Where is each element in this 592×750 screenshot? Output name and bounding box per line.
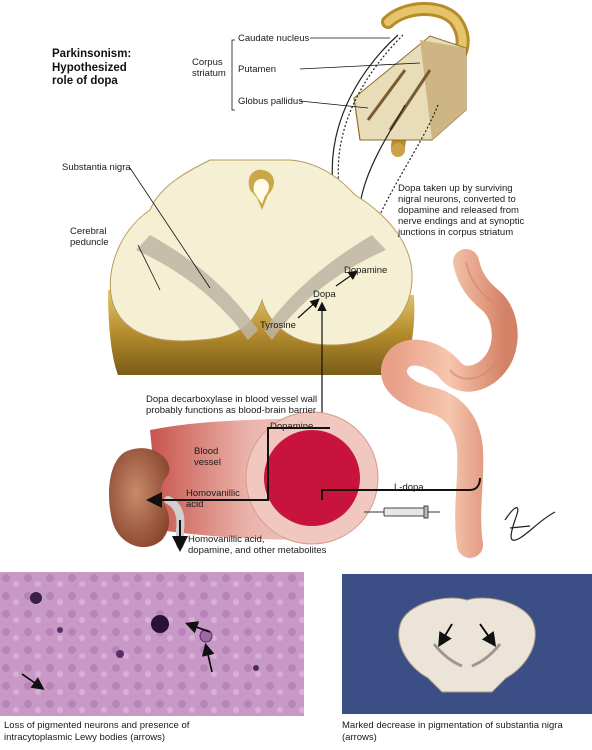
- label-dopa: Dopa: [313, 289, 336, 300]
- label-dopa-note-2: nigral neurons, converted to: [398, 194, 516, 205]
- diagram-title: Parkinsonism: Hypothesized role of dopa: [52, 48, 131, 89]
- label-tyrosine: Tyrosine: [260, 320, 296, 331]
- label-caudate-nucleus: Caudate nucleus: [238, 33, 310, 44]
- label-metabolites-1: Homovanillic acid,: [188, 534, 265, 545]
- caption-midbrain: Marked decrease in pigmentation of subst…: [342, 720, 563, 743]
- label-dopa-note-1: Dopa taken up by surviving: [398, 183, 513, 194]
- caption-histology-line-1: Loss of pigmented neurons and presence o…: [4, 720, 190, 731]
- label-substantia-nigra: Substantia nigra: [62, 162, 131, 173]
- midbrain-section: [108, 159, 415, 375]
- metabolism-arrows: [146, 427, 481, 552]
- blood-vessel: [150, 411, 379, 545]
- caption-midbrain-line-2: (arrows): [342, 731, 377, 743]
- syringe: [364, 505, 440, 519]
- label-leaders: [129, 37, 421, 291]
- label-decarboxylase-2: probably functions as blood-brain barrie…: [146, 405, 317, 416]
- artist-signature: [504, 507, 556, 541]
- label-acid: acid: [186, 499, 204, 510]
- title-line-3: role of dopa: [52, 75, 118, 87]
- caption-histology: Loss of pigmented neurons and presence o…: [4, 720, 189, 743]
- title-line-2: Hypothesized: [52, 61, 127, 74]
- label-blood: Blood: [194, 446, 219, 457]
- caption-midbrain-line-1: Marked decrease in pigmentation of subst…: [342, 720, 563, 731]
- title-line-1: Parkinsonism:: [52, 48, 132, 60]
- label-vessel: vessel: [194, 457, 221, 468]
- label-putamen: Putamen: [238, 64, 277, 75]
- label-dopamine-top: Dopamine: [344, 265, 388, 276]
- label-striatum: striatum: [192, 68, 226, 79]
- label-dopa-note-3: dopamine and released from: [398, 205, 519, 216]
- caption-histology-line-2: intracytoplasmic Lewy bodies (arrows): [4, 731, 166, 743]
- corpus-striatum-drawing: [353, 1, 470, 157]
- midbrain-photo: [342, 574, 592, 714]
- label-dopa-note-4: nerve endings and at synoptic: [398, 216, 525, 227]
- label-corpus: Corpus: [192, 57, 223, 68]
- label-metabolites-2: dopamine, and other metabolites: [188, 545, 327, 556]
- label-homovanillic: Homovanillic: [186, 488, 240, 499]
- stomach-intestine: [381, 249, 518, 558]
- label-decarboxylase-1: Dopa decarboxylase in blood vessel wall: [146, 394, 318, 405]
- label-dopamine-mid: Dopamine: [270, 421, 314, 432]
- label-dopa-note-5: junctions in corpus striatum: [398, 227, 514, 238]
- label-peduncle: peduncle: [70, 237, 109, 248]
- label-globus-pallidus: Globus pallidus: [238, 96, 303, 107]
- label-l-dopa: L-dopa: [394, 482, 424, 493]
- synthesis-arrows: [297, 270, 358, 415]
- histology-photo: [0, 572, 304, 716]
- label-cerebral: Cerebral: [70, 226, 107, 237]
